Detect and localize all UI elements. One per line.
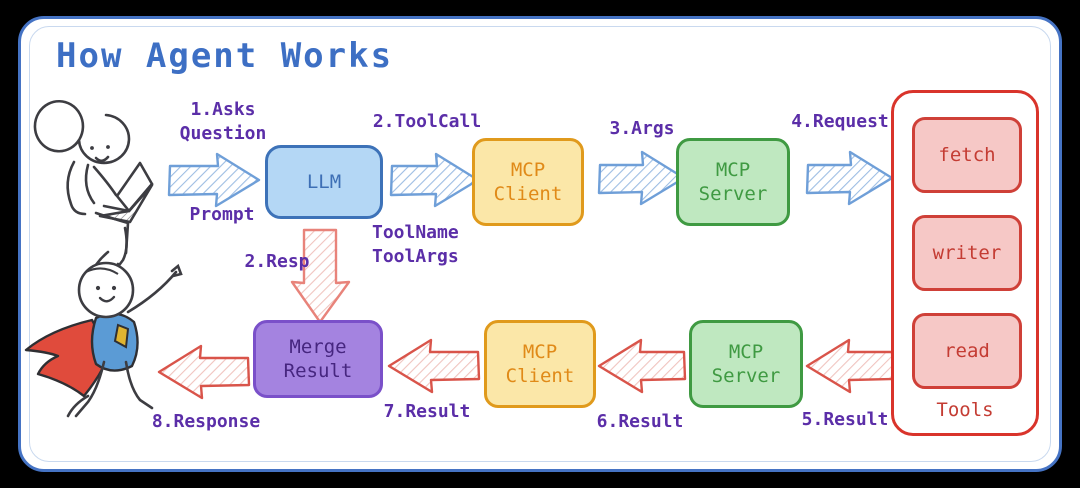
- tool-item-read[interactable]: read: [912, 313, 1022, 389]
- page-title: How Agent Works: [56, 36, 394, 76]
- node-llm-label: LLM: [306, 170, 342, 193]
- node-mcp-client-top-label: MCP Client: [493, 158, 563, 205]
- tool-item-writer-label: writer: [932, 242, 1002, 264]
- tools-panel-caption: Tools: [936, 399, 994, 421]
- node-mcp-client-bottom[interactable]: MCP Client: [484, 320, 596, 408]
- node-mcp-server-top-label: MCP Server: [698, 158, 768, 205]
- label-resp: 2.Resp: [244, 251, 310, 272]
- label-tool-call: 2.ToolCall: [372, 111, 482, 132]
- node-mcp-server-bottom[interactable]: MCP Server: [689, 320, 803, 408]
- node-mcp-client-bottom-label: MCP Client: [505, 340, 575, 387]
- label-prompt: Prompt: [189, 204, 255, 225]
- label-request: 4.Request: [791, 111, 889, 132]
- node-llm[interactable]: LLM: [265, 145, 383, 219]
- label-args: 3.Args: [609, 118, 675, 139]
- node-mcp-client-top[interactable]: MCP Client: [472, 138, 584, 226]
- node-mcp-server-top[interactable]: MCP Server: [676, 138, 790, 226]
- node-merge-result-label: Merge Result: [283, 335, 353, 382]
- label-tool-name-args: ToolName ToolArgs: [372, 222, 459, 268]
- node-mcp-server-bottom-label: MCP Server: [711, 340, 781, 387]
- label-result-7: 7.Result: [383, 401, 471, 422]
- label-response-8: 8.Response: [151, 411, 261, 432]
- node-merge-result[interactable]: Merge Result: [253, 320, 383, 398]
- tools-panel: fetch writer read Tools: [891, 90, 1039, 436]
- label-result-6: 6.Result: [596, 411, 684, 432]
- tool-item-read-label: read: [944, 340, 990, 362]
- label-result-5: 5.Result: [801, 409, 889, 430]
- tool-item-fetch-label: fetch: [938, 144, 996, 166]
- tool-item-fetch[interactable]: fetch: [912, 117, 1022, 193]
- label-asks-question: 1.Asks Question: [179, 99, 267, 145]
- tool-item-writer[interactable]: writer: [912, 215, 1022, 291]
